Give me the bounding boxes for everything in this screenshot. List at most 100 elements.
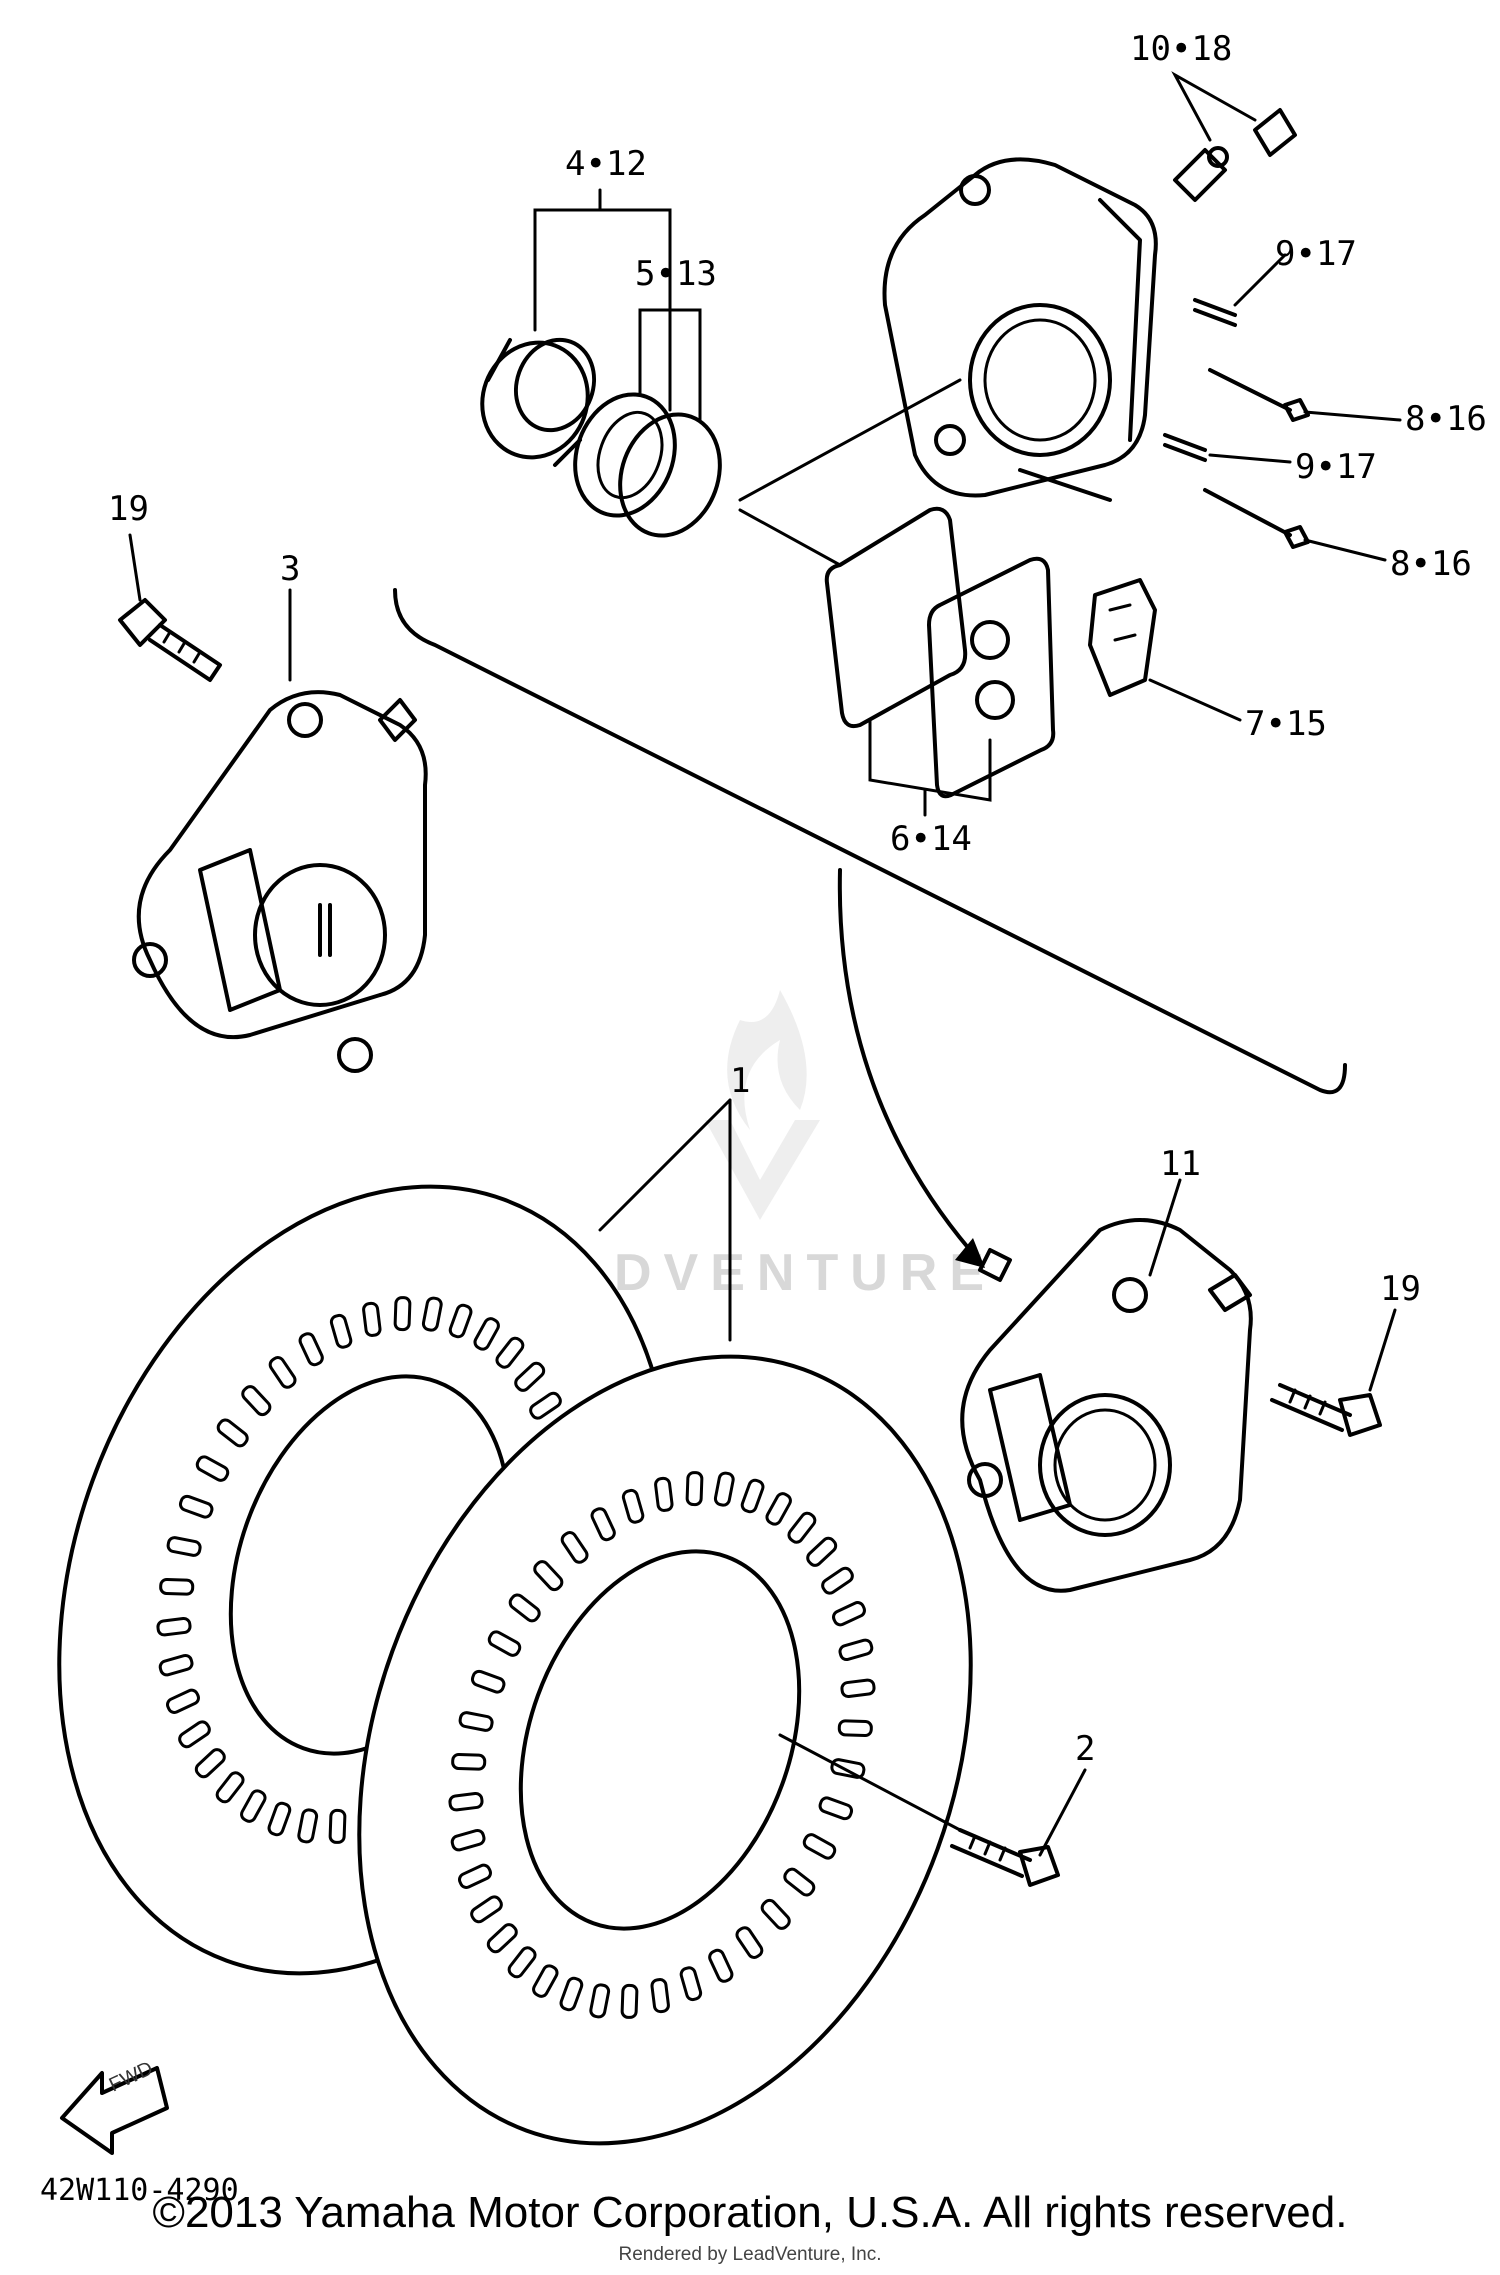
- disc-cooling-slot: [487, 1630, 522, 1657]
- pad-pin-lower-head: [1283, 525, 1310, 549]
- callout-5-13: 5•13: [635, 254, 717, 294]
- callout-leader-8-16a: [1303, 410, 1402, 422]
- disc-cooling-slot: [560, 1531, 589, 1564]
- disc-cooling-slot: [470, 1895, 503, 1924]
- disc-cooling-slot: [473, 1317, 500, 1351]
- callout-leader-2: [1038, 1768, 1087, 1857]
- disc-cooling-slot: [821, 1566, 854, 1595]
- disc-cooling-slot: [713, 1471, 735, 1507]
- disc-cooling-slot: [529, 1391, 562, 1420]
- disc-cooling-slot: [708, 1948, 734, 1983]
- disc-cooling-slot: [470, 1669, 506, 1694]
- callout-leader-1: [598, 1098, 732, 1342]
- bleed-screw: [1173, 108, 1297, 202]
- callout-leader-19b: [1368, 1308, 1397, 1392]
- callout-leader-10-18: [1171, 71, 1257, 142]
- disc-cooling-slot: [328, 1808, 347, 1844]
- brake-disc-front: [357, 1354, 973, 2146]
- brake-caliper-left: [132, 690, 428, 1073]
- disc-bolt-hole-leader: [778, 1733, 962, 1832]
- exploded-view-arrow-line: [837, 868, 972, 1252]
- callout-leader-8-16b: [1303, 538, 1387, 562]
- fwd-label: FWD: [106, 2057, 157, 2096]
- pad-spring-upper: [1193, 298, 1237, 327]
- disc-cooling-slot: [818, 1796, 854, 1821]
- disc-cooling-slot: [178, 1720, 211, 1749]
- disc-cooling-slot: [458, 1711, 494, 1732]
- brake-disc-front-slots: [448, 1471, 876, 2019]
- disc-cooling-slot: [166, 1688, 200, 1714]
- disc-cooling-slot: [298, 1332, 324, 1367]
- pad-to-caliper-leader: [738, 378, 962, 567]
- disc-cooling-slot: [533, 1560, 564, 1592]
- disc-cooling-slot: [514, 1361, 546, 1392]
- disc-cooling-slot: [451, 1752, 487, 1771]
- callout-10-18: 10•18: [1130, 29, 1232, 69]
- caliper-bolt-right: [1270, 1383, 1382, 1437]
- disc-cooling-slot: [620, 1983, 639, 2019]
- disc-cooling-slot: [215, 1771, 245, 1804]
- callout-11: 11: [1160, 1144, 1201, 1184]
- disc-cooling-slot: [685, 1471, 704, 1507]
- disc-cooling-slot: [156, 1616, 192, 1637]
- disc-cooling-slot: [802, 1833, 837, 1860]
- exploded-view-arrow-head: [955, 1238, 985, 1268]
- pad-pin-upper: [1208, 368, 1292, 412]
- disc-cooling-slot: [241, 1385, 272, 1417]
- callout-8-16b: 8•16: [1390, 544, 1472, 584]
- disc-cooling-slot: [765, 1492, 792, 1526]
- pad-retainer-clip: [1088, 578, 1157, 697]
- brake-pad-pair: [824, 506, 1056, 799]
- brake-caliper-right: [960, 1218, 1253, 1593]
- callout-6-14: 6•14: [890, 819, 972, 859]
- disc-cooling-slot: [837, 1719, 873, 1738]
- disc-cooling-slot: [590, 1507, 616, 1542]
- callout-19b: 19: [1380, 1269, 1421, 1309]
- disc-cooling-slot: [240, 1789, 267, 1823]
- disc-cooling-slot: [735, 1926, 764, 1959]
- disc-cooling-slot: [450, 1828, 486, 1852]
- pad-pin-lower: [1203, 488, 1292, 537]
- exploded-view-bracket: [393, 588, 1347, 1095]
- disc-cooling-slot: [783, 1867, 816, 1897]
- callout-3: 3: [280, 549, 300, 589]
- callout-2: 2: [1075, 1729, 1095, 1769]
- callout-bracket-6-14: [868, 718, 992, 802]
- callout-leader-19a: [128, 533, 142, 602]
- disc-cooling-slot: [216, 1418, 249, 1448]
- callout-19a: 19: [108, 489, 149, 529]
- callout-7-15: 7•15: [1245, 704, 1327, 744]
- disc-cooling-slot: [740, 1478, 765, 1514]
- disc-cooling-slot: [178, 1494, 214, 1519]
- disc-cooling-slot: [840, 1678, 876, 1699]
- disc-cooling-slot: [166, 1536, 202, 1557]
- callout-4-12: 4•12: [565, 144, 647, 184]
- fwd-arrow-icon: [60, 2066, 169, 2155]
- disc-cooling-slot: [838, 1638, 874, 1662]
- disc-cooling-slot: [621, 1488, 645, 1524]
- disc-cooling-slot: [495, 1336, 525, 1369]
- disc-cooling-slot: [679, 1966, 703, 2002]
- watermark-logo: [705, 990, 820, 1220]
- disc-cooling-slot: [421, 1296, 443, 1332]
- copyright-notice: ©2013 Yamaha Motor Corporation, U.S.A. A…: [152, 2188, 1348, 2237]
- disc-bolt: [950, 1828, 1060, 1887]
- disc-cooling-slot: [532, 1964, 559, 1998]
- disc-cooling-slot: [830, 1758, 866, 1779]
- callout-leader-7-15: [1148, 678, 1242, 722]
- caliper-bolt-left: [118, 598, 222, 682]
- callout-9-17a: 9•17: [1275, 234, 1357, 274]
- piston-seal-large: [480, 337, 597, 467]
- callout-1: 1: [730, 1061, 750, 1101]
- disc-cooling-slot: [508, 1593, 541, 1623]
- pad-pin-upper-head: [1283, 398, 1310, 422]
- disc-cooling-slot: [329, 1313, 353, 1349]
- disc-cooling-slot: [806, 1536, 838, 1567]
- disc-cooling-slot: [195, 1455, 230, 1482]
- callout-leader-9-17b: [1208, 453, 1292, 464]
- disc-cooling-slot: [589, 1983, 611, 2019]
- disc-cooling-slot: [832, 1601, 866, 1627]
- disc-cooling-slot: [787, 1511, 817, 1544]
- callout-9-17b: 9•17: [1295, 447, 1377, 487]
